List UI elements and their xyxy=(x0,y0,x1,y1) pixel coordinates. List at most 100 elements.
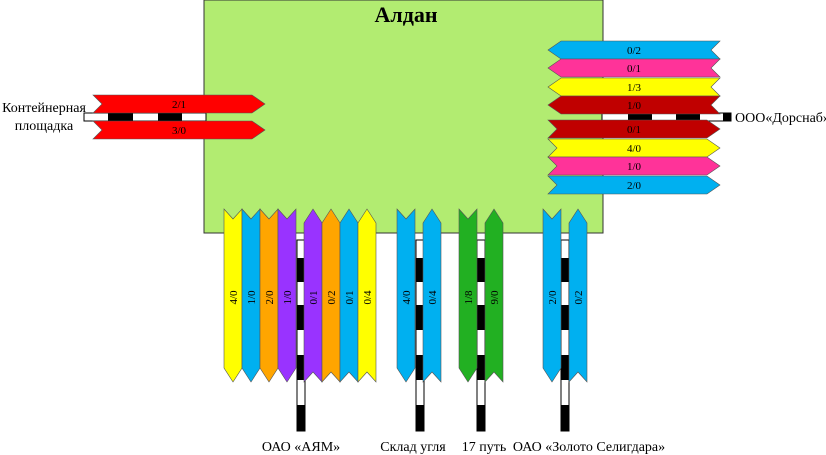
bottom-arrow-shape xyxy=(277,208,297,383)
right-arrow-shape xyxy=(547,119,721,139)
label-track17: 17 путь xyxy=(462,440,507,455)
bottom-arrow: 1/0 xyxy=(277,208,297,383)
track-tie xyxy=(477,355,485,380)
bottom-arrow: 9/0 xyxy=(484,208,504,383)
bottom-arrow: 2/0 xyxy=(259,208,279,383)
track-tie xyxy=(561,305,569,330)
bottom-arrow-shape xyxy=(458,208,478,383)
track-tie xyxy=(297,258,305,282)
track-tie xyxy=(477,258,485,282)
track-tie xyxy=(416,305,424,330)
right-arrow: 0/1 xyxy=(547,58,721,78)
bottom-arrow: 1/8 xyxy=(458,208,478,383)
label-container-line1: Контейнерная xyxy=(2,101,86,116)
bottom-arrow: 4/0 xyxy=(223,208,243,383)
bottom-arrow: 0/1 xyxy=(339,208,359,383)
right-arrow-group: 0/2 0/1 1/3 1/0 0/1 4/0 1/0 2/0 xyxy=(547,40,721,195)
bottom-arrow-label: 0/1 xyxy=(308,290,320,304)
right-arrow: 4/0 xyxy=(547,138,721,158)
bottom-arrow-shape xyxy=(396,208,416,383)
left-arrow-group: 2/1 3/0 xyxy=(92,94,266,140)
track-tie xyxy=(416,405,424,431)
track-tie xyxy=(297,355,305,380)
station-area xyxy=(203,0,604,234)
track-tie xyxy=(297,405,305,431)
track-tie xyxy=(561,405,569,431)
bottom-arrow-label: 2/0 xyxy=(547,290,559,305)
left-arrow: 3/0 xyxy=(92,120,266,140)
right-arrow: 1/0 xyxy=(547,95,721,115)
right-arrow-shape xyxy=(547,175,721,195)
bottom-arrow-shape xyxy=(484,208,504,383)
left-arrow-label: 3/0 xyxy=(172,125,187,137)
label-container-line2: площадка xyxy=(15,119,74,134)
label-dorsnab: ООО«Дорснаб» xyxy=(735,111,826,126)
bottom-arrow-label: 0/1 xyxy=(344,290,356,304)
right-arrow-label: 1/3 xyxy=(627,82,642,94)
track-tie xyxy=(108,113,133,121)
right-arrow: 0/2 xyxy=(547,40,721,60)
label-ayam: ОАО «АЯМ» xyxy=(262,440,340,455)
right-arrow-label: 0/1 xyxy=(627,63,641,75)
container-track xyxy=(83,112,207,122)
bottom-arrow: 0/2 xyxy=(321,208,341,383)
right-arrow-shape xyxy=(547,156,721,176)
bottom-arrow-shape xyxy=(542,208,562,383)
bottom-arrow-label: 0/4 xyxy=(362,290,374,305)
bottom-arrow-label: 2/0 xyxy=(264,290,276,305)
track-tie xyxy=(628,113,652,121)
right-arrow: 1/3 xyxy=(547,77,721,97)
right-arrow-label: 4/0 xyxy=(627,143,642,155)
right-arrow-label: 0/2 xyxy=(627,45,641,57)
track-tie xyxy=(676,113,700,121)
right-arrow: 0/1 xyxy=(547,119,721,139)
right-arrow-shape xyxy=(547,58,721,78)
bottom-arrow: 0/4 xyxy=(357,208,377,383)
track-tie xyxy=(561,258,569,282)
track-tie xyxy=(416,355,424,380)
track-tie xyxy=(158,113,182,121)
bottom-arrow-shape xyxy=(357,208,377,383)
bottom-arrow: 0/2 xyxy=(568,208,588,383)
right-arrow-label: 2/0 xyxy=(627,180,642,192)
label-coal: Склад угля xyxy=(380,440,446,455)
track-tie xyxy=(416,258,424,282)
bottom-arrow-label: 4/0 xyxy=(228,290,240,305)
left-arrow-shape xyxy=(92,94,266,114)
bottom-arrow-shape xyxy=(422,208,442,383)
bottom-arrow: 4/0 xyxy=(396,208,416,383)
bottom-arrow: 2/0 xyxy=(542,208,562,383)
right-arrow: 2/0 xyxy=(547,175,721,195)
track-tie xyxy=(297,305,305,330)
bottom-arrow-label: 9/0 xyxy=(489,290,501,305)
bottom-arrow-label: 0/2 xyxy=(326,290,338,304)
bottom-arrow-label: 0/4 xyxy=(427,290,439,305)
track-tie xyxy=(477,305,485,330)
track-tie xyxy=(477,405,485,431)
label-zoloto: ОАО «Золото Селигдара» xyxy=(513,440,665,455)
bottom-arrow-shape xyxy=(568,208,588,383)
bottom-arrow: 1/0 xyxy=(241,208,261,383)
station-title: Алдан xyxy=(374,2,437,27)
bottom-arrow: 0/1 xyxy=(303,208,323,383)
right-arrow-label: 1/0 xyxy=(627,161,642,173)
right-arrow-shape xyxy=(547,95,721,115)
track-tie xyxy=(561,355,569,380)
left-arrow-label: 2/1 xyxy=(172,99,186,111)
bottom-arrow-label: 4/0 xyxy=(401,290,413,305)
bottom-arrow-group: 4/0 1/0 2/0 1/0 0/1 0/2 0/1 0/4 4/0 0/4 1/8 9/0 2/0 0… xyxy=(223,208,588,383)
bottom-arrow: 0/4 xyxy=(422,208,442,383)
bottom-arrow-label: 1/0 xyxy=(246,290,258,305)
track-tie xyxy=(723,113,731,121)
track-lines xyxy=(83,112,732,432)
bottom-arrow-label: 1/8 xyxy=(463,290,475,305)
left-arrow: 2/1 xyxy=(92,94,266,114)
right-arrow-label: 1/0 xyxy=(627,100,642,112)
bottom-arrow-label: 1/0 xyxy=(282,290,294,305)
right-arrow-label: 0/1 xyxy=(627,124,641,136)
left-arrow-shape xyxy=(92,120,266,140)
bottom-arrow-label: 0/2 xyxy=(573,290,585,304)
right-arrow: 1/0 xyxy=(547,156,721,176)
